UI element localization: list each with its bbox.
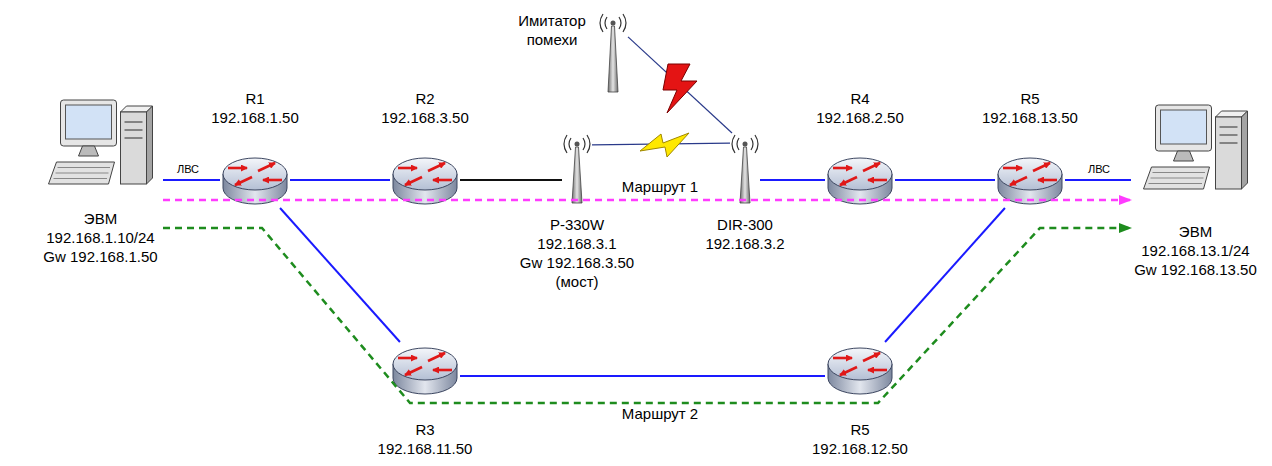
address-text: 192.168.12.50 xyxy=(812,439,908,458)
link-line xyxy=(628,37,732,133)
link-line xyxy=(1065,179,1131,181)
caption-group: Имитатор помехи xyxy=(510,11,594,49)
antenna-icon xyxy=(732,135,758,203)
caption-group: R1192.168.1.50 xyxy=(211,89,299,127)
access-point: DIR-300192.168.3.2 xyxy=(730,133,760,203)
antenna-icon xyxy=(600,14,626,92)
route-label: Маршрут 2 xyxy=(619,405,701,423)
computer-icon xyxy=(49,100,153,184)
device-name: R4 xyxy=(850,89,869,108)
device-name: R5 xyxy=(1020,89,1039,108)
address-text: Gw 192.168.3.50 xyxy=(520,253,634,272)
router: R5192.168.13.50 xyxy=(995,152,1065,208)
caption-group: P-330W192.168.3.1Gw 192.168.3.50(мост) xyxy=(520,215,634,291)
wireless-bolt xyxy=(640,133,689,157)
address-text: 192.168.13.1/24 xyxy=(1141,241,1249,260)
device-name: Имитатор помехи xyxy=(510,11,594,49)
caption-group: R3192.168.11.50 xyxy=(378,420,473,458)
link-line xyxy=(460,179,562,181)
device-name: DIR-300 xyxy=(717,215,773,234)
link-label: ЛВС xyxy=(1085,163,1113,176)
address-text: 192.168.2.50 xyxy=(816,108,904,127)
caption-group: R2192.168.3.50 xyxy=(381,89,469,127)
route-arrow xyxy=(163,228,1131,403)
address-text: (мост) xyxy=(555,272,598,291)
address-text: 192.168.13.50 xyxy=(982,108,1078,127)
link-line xyxy=(163,179,220,181)
antenna-icon xyxy=(564,135,590,203)
router-icon xyxy=(223,158,287,204)
route-label: Маршрут 1 xyxy=(619,178,701,196)
link-line xyxy=(760,179,825,181)
link-line xyxy=(885,208,1005,342)
router: R5192.168.12.50 xyxy=(825,342,895,398)
device-name: R1 xyxy=(245,89,264,108)
caption-group: ЭВМ192.168.1.10/24Gw 192.168.1.50 xyxy=(38,95,163,266)
address-text: Gw 192.168.13.50 xyxy=(1134,260,1257,279)
device-name: R2 xyxy=(415,89,434,108)
address-text: 192.168.11.50 xyxy=(378,439,473,458)
computer: ЭВМ192.168.13.1/24Gw 192.168.13.50 xyxy=(1131,100,1260,279)
device-name: ЭВМ xyxy=(1179,222,1212,241)
router-icon xyxy=(998,158,1062,204)
jamming-bolt xyxy=(663,64,697,113)
address-text: Gw 192.168.1.50 xyxy=(43,247,157,266)
route-arrow xyxy=(163,199,1131,202)
address-text: 192.168.1.10/24 xyxy=(46,228,154,247)
router: R1192.168.1.50 xyxy=(220,152,290,208)
link-line xyxy=(290,179,390,181)
computer: ЭВМ192.168.1.10/24Gw 192.168.1.50 xyxy=(38,95,163,266)
router: R3192.168.11.50 xyxy=(390,342,460,398)
address-text: 192.168.3.2 xyxy=(705,234,784,253)
access-point: P-330W192.168.3.1Gw 192.168.3.50(мост) xyxy=(562,133,592,203)
router-icon xyxy=(393,348,457,394)
computer-icon xyxy=(1144,105,1248,189)
address-text: 192.168.3.50 xyxy=(381,108,469,127)
router: R2192.168.3.50 xyxy=(390,152,460,208)
router-icon xyxy=(828,158,892,204)
router: R4192.168.2.50 xyxy=(825,152,895,208)
caption-group: ЭВМ192.168.13.1/24Gw 192.168.13.50 xyxy=(1131,100,1260,279)
device-name: R5 xyxy=(850,420,869,439)
caption-group: R4192.168.2.50 xyxy=(816,89,904,127)
device-name: R3 xyxy=(415,420,434,439)
device-name: P-330W xyxy=(550,215,604,234)
link-line xyxy=(895,179,995,181)
link-label: ЛВС xyxy=(174,163,202,176)
link-line xyxy=(460,375,825,377)
caption-group: R5192.168.13.50 xyxy=(982,89,1078,127)
router-icon xyxy=(828,348,892,394)
address-text: 192.168.3.1 xyxy=(537,234,616,253)
jammer-antenna: Имитатор помехи xyxy=(598,12,628,92)
caption-group: DIR-300192.168.3.2 xyxy=(705,215,784,253)
address-text: 192.168.1.50 xyxy=(211,108,299,127)
device-name: ЭВМ xyxy=(84,209,117,228)
router-icon xyxy=(393,158,457,204)
caption-group: R5192.168.12.50 xyxy=(812,420,908,458)
